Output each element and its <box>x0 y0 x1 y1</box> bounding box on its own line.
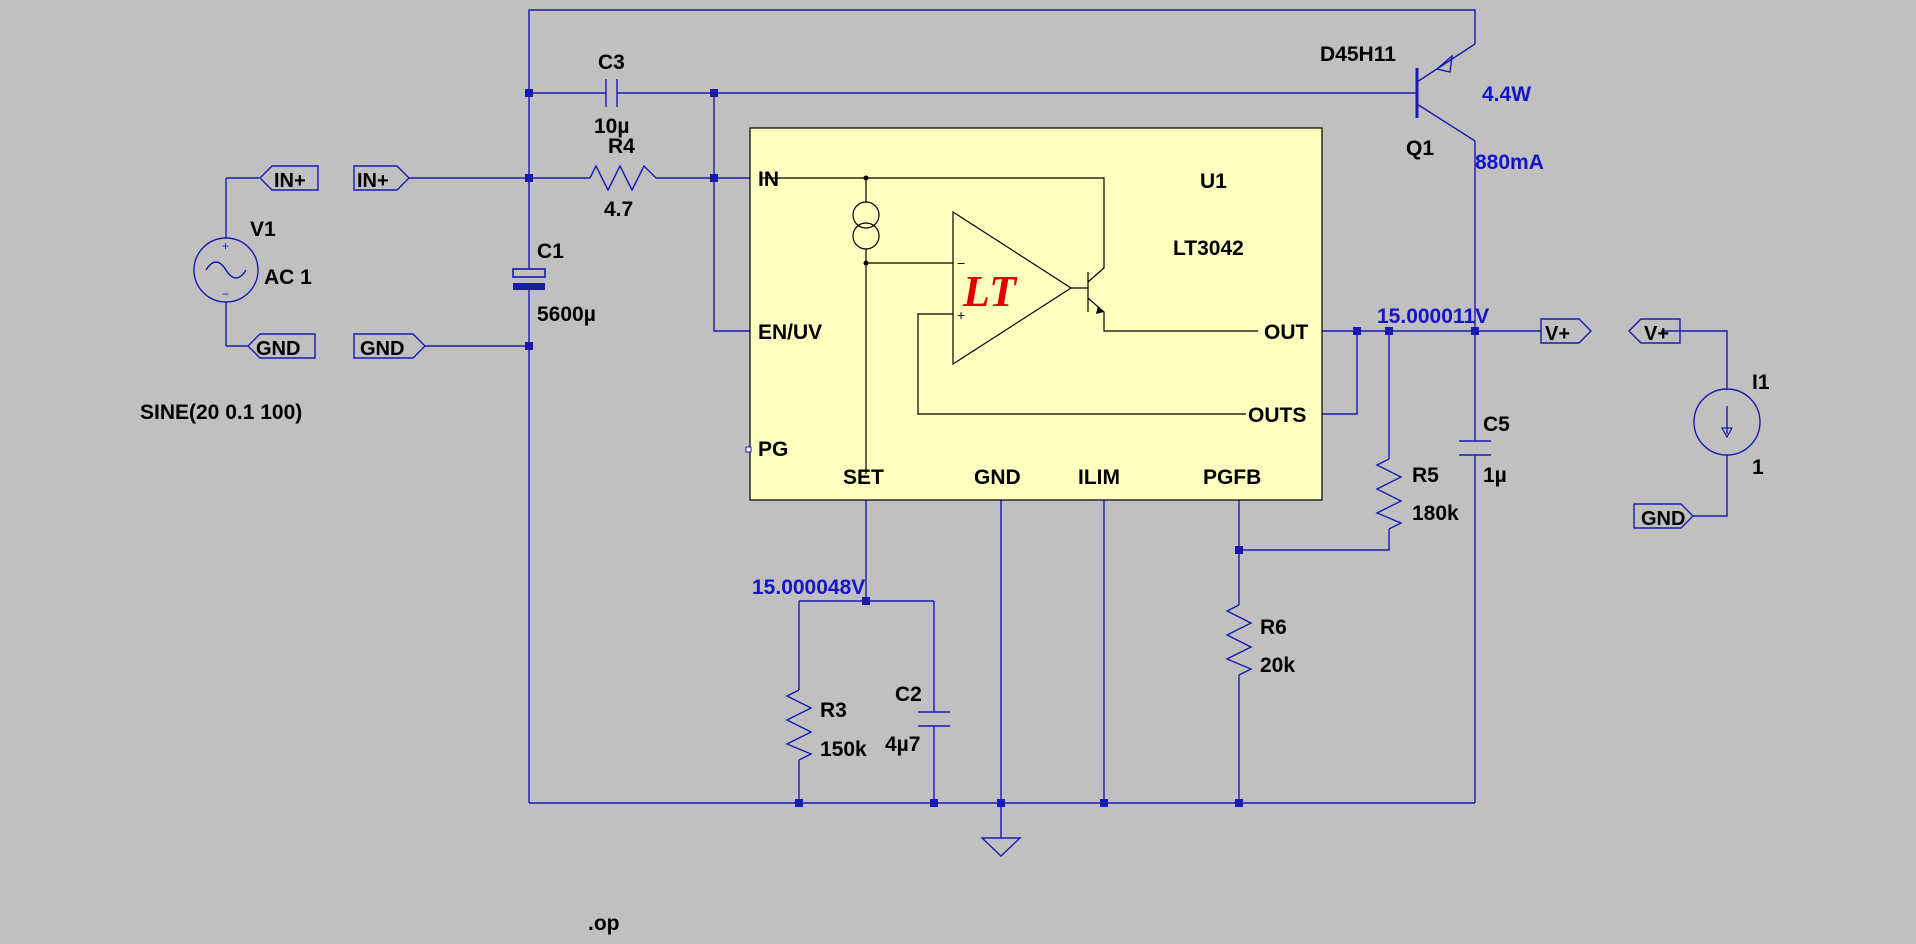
net-flag-v-plus-out[interactable]: V+ <box>1540 318 1592 345</box>
net-flag-gnd-load[interactable]: GND <box>1633 503 1694 530</box>
pin-set: SET <box>843 466 884 489</box>
pin-outs: OUTS <box>1248 404 1306 427</box>
current-source-i1[interactable] <box>1693 388 1761 456</box>
pin-ilim: ILIM <box>1078 466 1120 489</box>
c1-value: 5600µ <box>537 303 596 326</box>
u1-part: LT3042 <box>1173 237 1244 260</box>
capacitor-c2[interactable] <box>918 711 950 727</box>
junction-dots <box>525 89 1479 807</box>
resistor-r5[interactable] <box>1375 458 1403 530</box>
ic-u1-lt3042[interactable]: − + LT <box>745 127 1323 501</box>
svg-text:IN+: IN+ <box>357 170 389 192</box>
pin-pg: PG <box>758 438 788 461</box>
svg-text:IN+: IN+ <box>274 170 306 192</box>
svg-text:GND: GND <box>256 338 300 360</box>
u1-name: U1 <box>1200 170 1227 193</box>
v1-value: AC 1 <box>264 266 312 289</box>
pin-en-uv: EN/UV <box>758 321 822 344</box>
net-flag-in-plus-circuit[interactable]: IN+ <box>353 165 410 192</box>
voltage-source-v1[interactable]: + − <box>193 237 259 303</box>
v1-name: V1 <box>250 218 276 241</box>
pin-out: OUT <box>1264 321 1309 344</box>
r4-value: 4.7 <box>604 198 633 221</box>
r4-name: R4 <box>608 135 635 158</box>
spice-directive[interactable]: .op <box>588 912 620 935</box>
r6-name: R6 <box>1260 616 1287 639</box>
out-voltage-annotation: 15.000011V <box>1377 305 1489 328</box>
q1-model: D45H11 <box>1320 43 1396 66</box>
r6-value: 20k <box>1260 654 1295 677</box>
c2-value: 4µ7 <box>885 733 920 756</box>
ground-icon <box>980 837 1022 857</box>
capacitor-c1[interactable] <box>512 267 546 290</box>
r5-name: R5 <box>1412 464 1439 487</box>
svg-text:+: + <box>957 307 965 323</box>
net-flag-gnd-source[interactable]: GND <box>247 333 316 360</box>
c1-name: C1 <box>537 240 564 263</box>
transistor-q1[interactable] <box>1415 43 1476 142</box>
svg-text:−: − <box>957 255 965 271</box>
i1-name: I1 <box>1752 371 1770 394</box>
svg-text:−: − <box>222 287 229 301</box>
r3-name: R3 <box>820 699 847 722</box>
resistor-r3[interactable] <box>785 689 813 761</box>
svg-text:V+: V+ <box>1644 323 1669 345</box>
c3-name: C3 <box>598 51 625 74</box>
c5-value: 1µ <box>1483 464 1507 487</box>
svg-text:GND: GND <box>360 338 404 360</box>
svg-text:+: + <box>222 239 229 253</box>
resistor-r4[interactable] <box>589 164 657 192</box>
pin-pgfb: PGFB <box>1203 466 1261 489</box>
lt-logo: LT <box>962 267 1018 316</box>
pin-in: IN <box>758 168 779 191</box>
c3-value: 10µ <box>594 115 629 138</box>
q1-power-annotation: 4.4W <box>1482 83 1531 106</box>
r5-value: 180k <box>1412 502 1459 525</box>
capacitor-c3[interactable] <box>605 79 618 107</box>
net-flag-v-plus-load[interactable]: V+ <box>1628 318 1681 345</box>
c2-name: C2 <box>895 683 922 706</box>
q1-current-annotation: 880mA <box>1475 151 1544 174</box>
i1-value: 1 <box>1752 456 1764 479</box>
c5-name: C5 <box>1483 413 1510 436</box>
set-voltage-annotation: 15.000048V <box>752 576 865 599</box>
svg-text:V+: V+ <box>1545 323 1570 345</box>
r3-value: 150k <box>820 738 867 761</box>
v1-sine-spec: SINE(20 0.1 100) <box>140 401 302 424</box>
pin-gnd: GND <box>974 466 1021 489</box>
capacitor-c5[interactable] <box>1459 440 1491 456</box>
net-flag-in-plus-source[interactable]: IN+ <box>259 165 319 192</box>
svg-text:GND: GND <box>1641 508 1685 530</box>
resistor-r6[interactable] <box>1225 604 1253 676</box>
net-flag-gnd-circuit[interactable]: GND <box>353 333 426 360</box>
q1-name: Q1 <box>1406 137 1434 160</box>
